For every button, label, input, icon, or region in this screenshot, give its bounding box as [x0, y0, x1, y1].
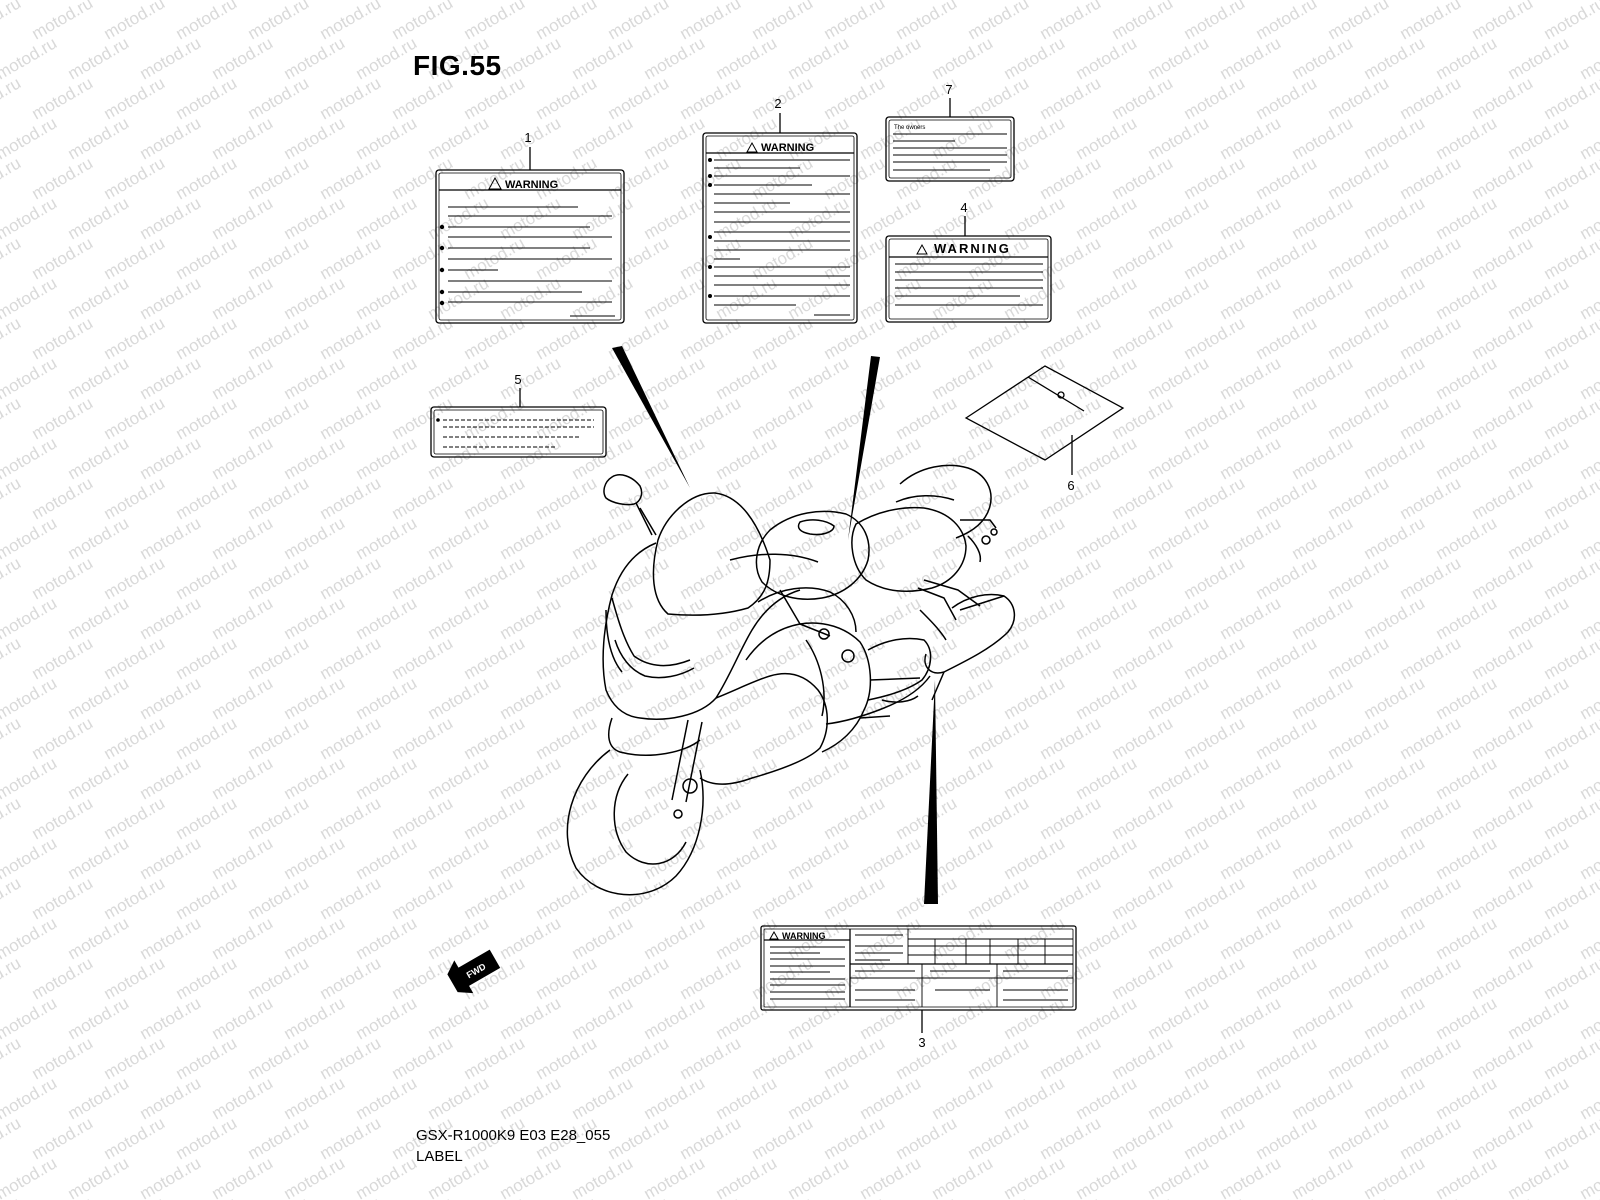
callout-number-6: 6 [1067, 478, 1074, 493]
leader-pointers [612, 346, 938, 904]
callout-number-3: 3 [918, 1035, 925, 1050]
label-1-heading: WARNING [505, 179, 558, 191]
callout-number-2: 2 [774, 96, 781, 111]
warning-triangle-icon [746, 141, 758, 153]
callout-number-7: 7 [945, 82, 952, 97]
section-name: LABEL [416, 1148, 463, 1165]
label-5[interactable]: 5 [430, 372, 607, 458]
warning-triangle-icon [488, 176, 502, 190]
watermark-text: motod.ru [0, 1193, 24, 1200]
label-7[interactable]: 7 The owners [885, 82, 1015, 182]
label-4[interactable]: 4 WARNING [885, 200, 1052, 323]
label-1[interactable]: 1 WARNING [435, 130, 625, 324]
callout-number-1: 1 [524, 130, 531, 145]
label-3[interactable]: WARNING [760, 925, 1077, 1050]
label-6[interactable]: 6 [964, 365, 1125, 493]
callout-number-4: 4 [960, 200, 967, 215]
label-2[interactable]: 2 WARNING [702, 96, 858, 324]
warning-triangle-icon [769, 930, 779, 940]
label-7-heading: The owners [894, 125, 925, 131]
model-code: GSX-R1000K9 E03 E28_055 [416, 1127, 611, 1144]
motorcycle-illustration [566, 464, 1016, 896]
figure-title: FIG.55 [413, 50, 502, 81]
callout-number-5: 5 [514, 372, 521, 387]
watermark-text: motod.ru [1577, 0, 1600, 3]
warning-triangle-icon [916, 243, 928, 255]
label-2-heading: WARNING [761, 142, 814, 154]
fwd-arrow-icon: FWD [447, 949, 501, 994]
label-4-heading: WARNING [934, 241, 1011, 256]
label-3-heading: WARNING [782, 931, 826, 941]
